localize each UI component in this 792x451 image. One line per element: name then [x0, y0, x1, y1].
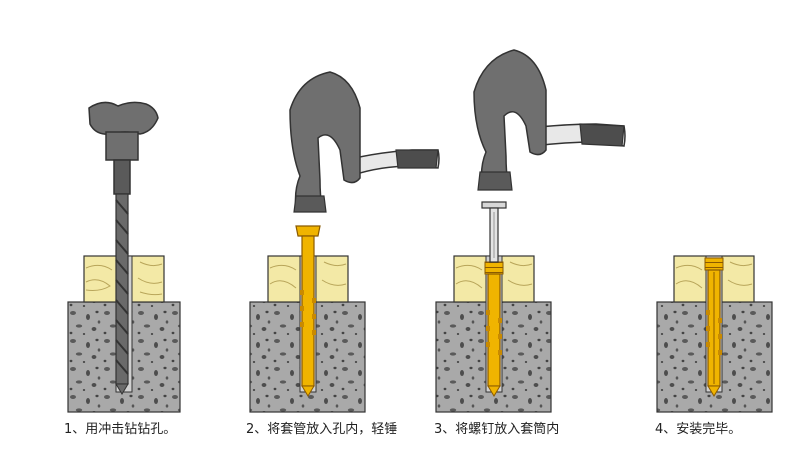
hammer-icon [473, 49, 626, 191]
step-4-caption: 4、安装完毕。 [655, 422, 742, 437]
screw-icon [481, 201, 507, 263]
drill-icon [88, 101, 159, 395]
step-3-caption: 3、将螺钉放入套筒内 [434, 422, 560, 437]
step-1-caption: 1、用冲击钻钻孔。 [64, 422, 177, 437]
wood-grain [269, 261, 347, 289]
anchor-sleeve-icon [295, 225, 321, 397]
step-1-drilling [67, 101, 181, 413]
hammer-icon [289, 71, 440, 213]
anchor-sleeve-icon [484, 261, 504, 397]
wood-grain [675, 261, 753, 289]
step-2-insert-sleeve [249, 71, 440, 413]
wood-grain [455, 261, 533, 289]
step-4-complete [656, 255, 773, 413]
anchor-sleeve-icon [704, 257, 724, 397]
step-3-insert-screw [435, 49, 626, 413]
wood-grain [85, 261, 163, 296]
step-2-caption: 2、将套管放入孔内，轻锤 [246, 422, 398, 437]
